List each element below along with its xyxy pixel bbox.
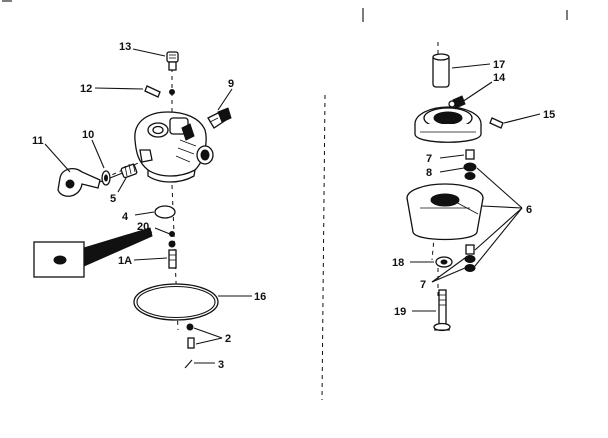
callout-16: 16 xyxy=(254,291,266,303)
centerline-divider xyxy=(321,94,326,401)
callout-7a: 7 xyxy=(426,153,432,165)
leader-5 xyxy=(117,177,127,193)
callout-12: 12 xyxy=(80,83,92,95)
bolt-19 xyxy=(433,289,451,332)
leader-14 xyxy=(461,81,493,103)
needle-seat-20 xyxy=(168,231,176,248)
small-parts-2-3 xyxy=(184,323,195,369)
leader-8 xyxy=(439,167,465,173)
float-bowl xyxy=(406,183,484,241)
nozzle-1a xyxy=(168,249,177,269)
leader-12 xyxy=(94,87,144,90)
gasket-16-inner xyxy=(136,285,216,319)
callout-20: 20 xyxy=(137,221,149,233)
pin-12 xyxy=(144,85,175,98)
washer-10 xyxy=(101,170,111,186)
screw-13 xyxy=(166,51,179,71)
callout-17: 17 xyxy=(493,59,505,71)
leader-2b xyxy=(195,337,223,345)
float-ring xyxy=(414,106,482,143)
left-assembly: 13 12 9 11 10 5 4 20 1A 16 2 3 xyxy=(32,41,326,401)
leader-2a xyxy=(193,327,223,339)
callout-14: 14 xyxy=(493,72,506,84)
carburetor-body xyxy=(134,111,214,183)
fitting-9 xyxy=(207,107,232,129)
callout-2: 2 xyxy=(225,333,231,345)
leader-7b-2 xyxy=(431,267,466,283)
callout-6: 6 xyxy=(526,204,532,216)
throttle-lever-11 xyxy=(57,167,131,197)
leader-13 xyxy=(132,48,166,57)
right-assembly: 17 14 15 7 8 6 18 7 19 xyxy=(392,42,555,332)
callout-7b: 7 xyxy=(420,279,426,291)
leader-17 xyxy=(451,63,491,69)
leader-1a xyxy=(133,257,168,261)
leader-11 xyxy=(44,143,71,173)
seal-4 xyxy=(154,205,176,219)
leader-6b xyxy=(481,205,523,209)
fitting-14 xyxy=(448,95,466,109)
leader-4 xyxy=(134,211,155,216)
callout-5: 5 xyxy=(110,193,116,205)
inset-panel xyxy=(33,227,153,278)
leader-20 xyxy=(154,227,171,235)
pin-17 xyxy=(432,53,450,88)
leader-6d xyxy=(474,207,523,267)
gasket-16 xyxy=(133,283,219,321)
leader-15 xyxy=(503,113,541,124)
callout-10: 10 xyxy=(82,129,94,141)
callout-19: 19 xyxy=(394,306,406,318)
spring-5 xyxy=(120,162,138,179)
callout-4: 4 xyxy=(122,211,129,223)
callout-18: 18 xyxy=(392,257,404,269)
callout-3: 3 xyxy=(218,359,224,371)
callout-15: 15 xyxy=(543,109,555,121)
callout-8: 8 xyxy=(426,167,432,179)
leader-10 xyxy=(91,139,105,169)
callout-11: 11 xyxy=(32,135,44,147)
callout-1a: 1A xyxy=(118,255,132,267)
callout-9: 9 xyxy=(228,78,234,90)
pin-15 xyxy=(489,117,504,129)
upper-fasteners xyxy=(463,149,477,180)
leader-7b-1 xyxy=(431,257,466,283)
leader-9 xyxy=(217,88,233,111)
callout-13: 13 xyxy=(119,41,131,53)
leader-6a xyxy=(476,167,523,209)
leader-7a xyxy=(439,154,465,159)
lower-fasteners xyxy=(435,244,476,272)
leader-6c xyxy=(474,207,523,251)
